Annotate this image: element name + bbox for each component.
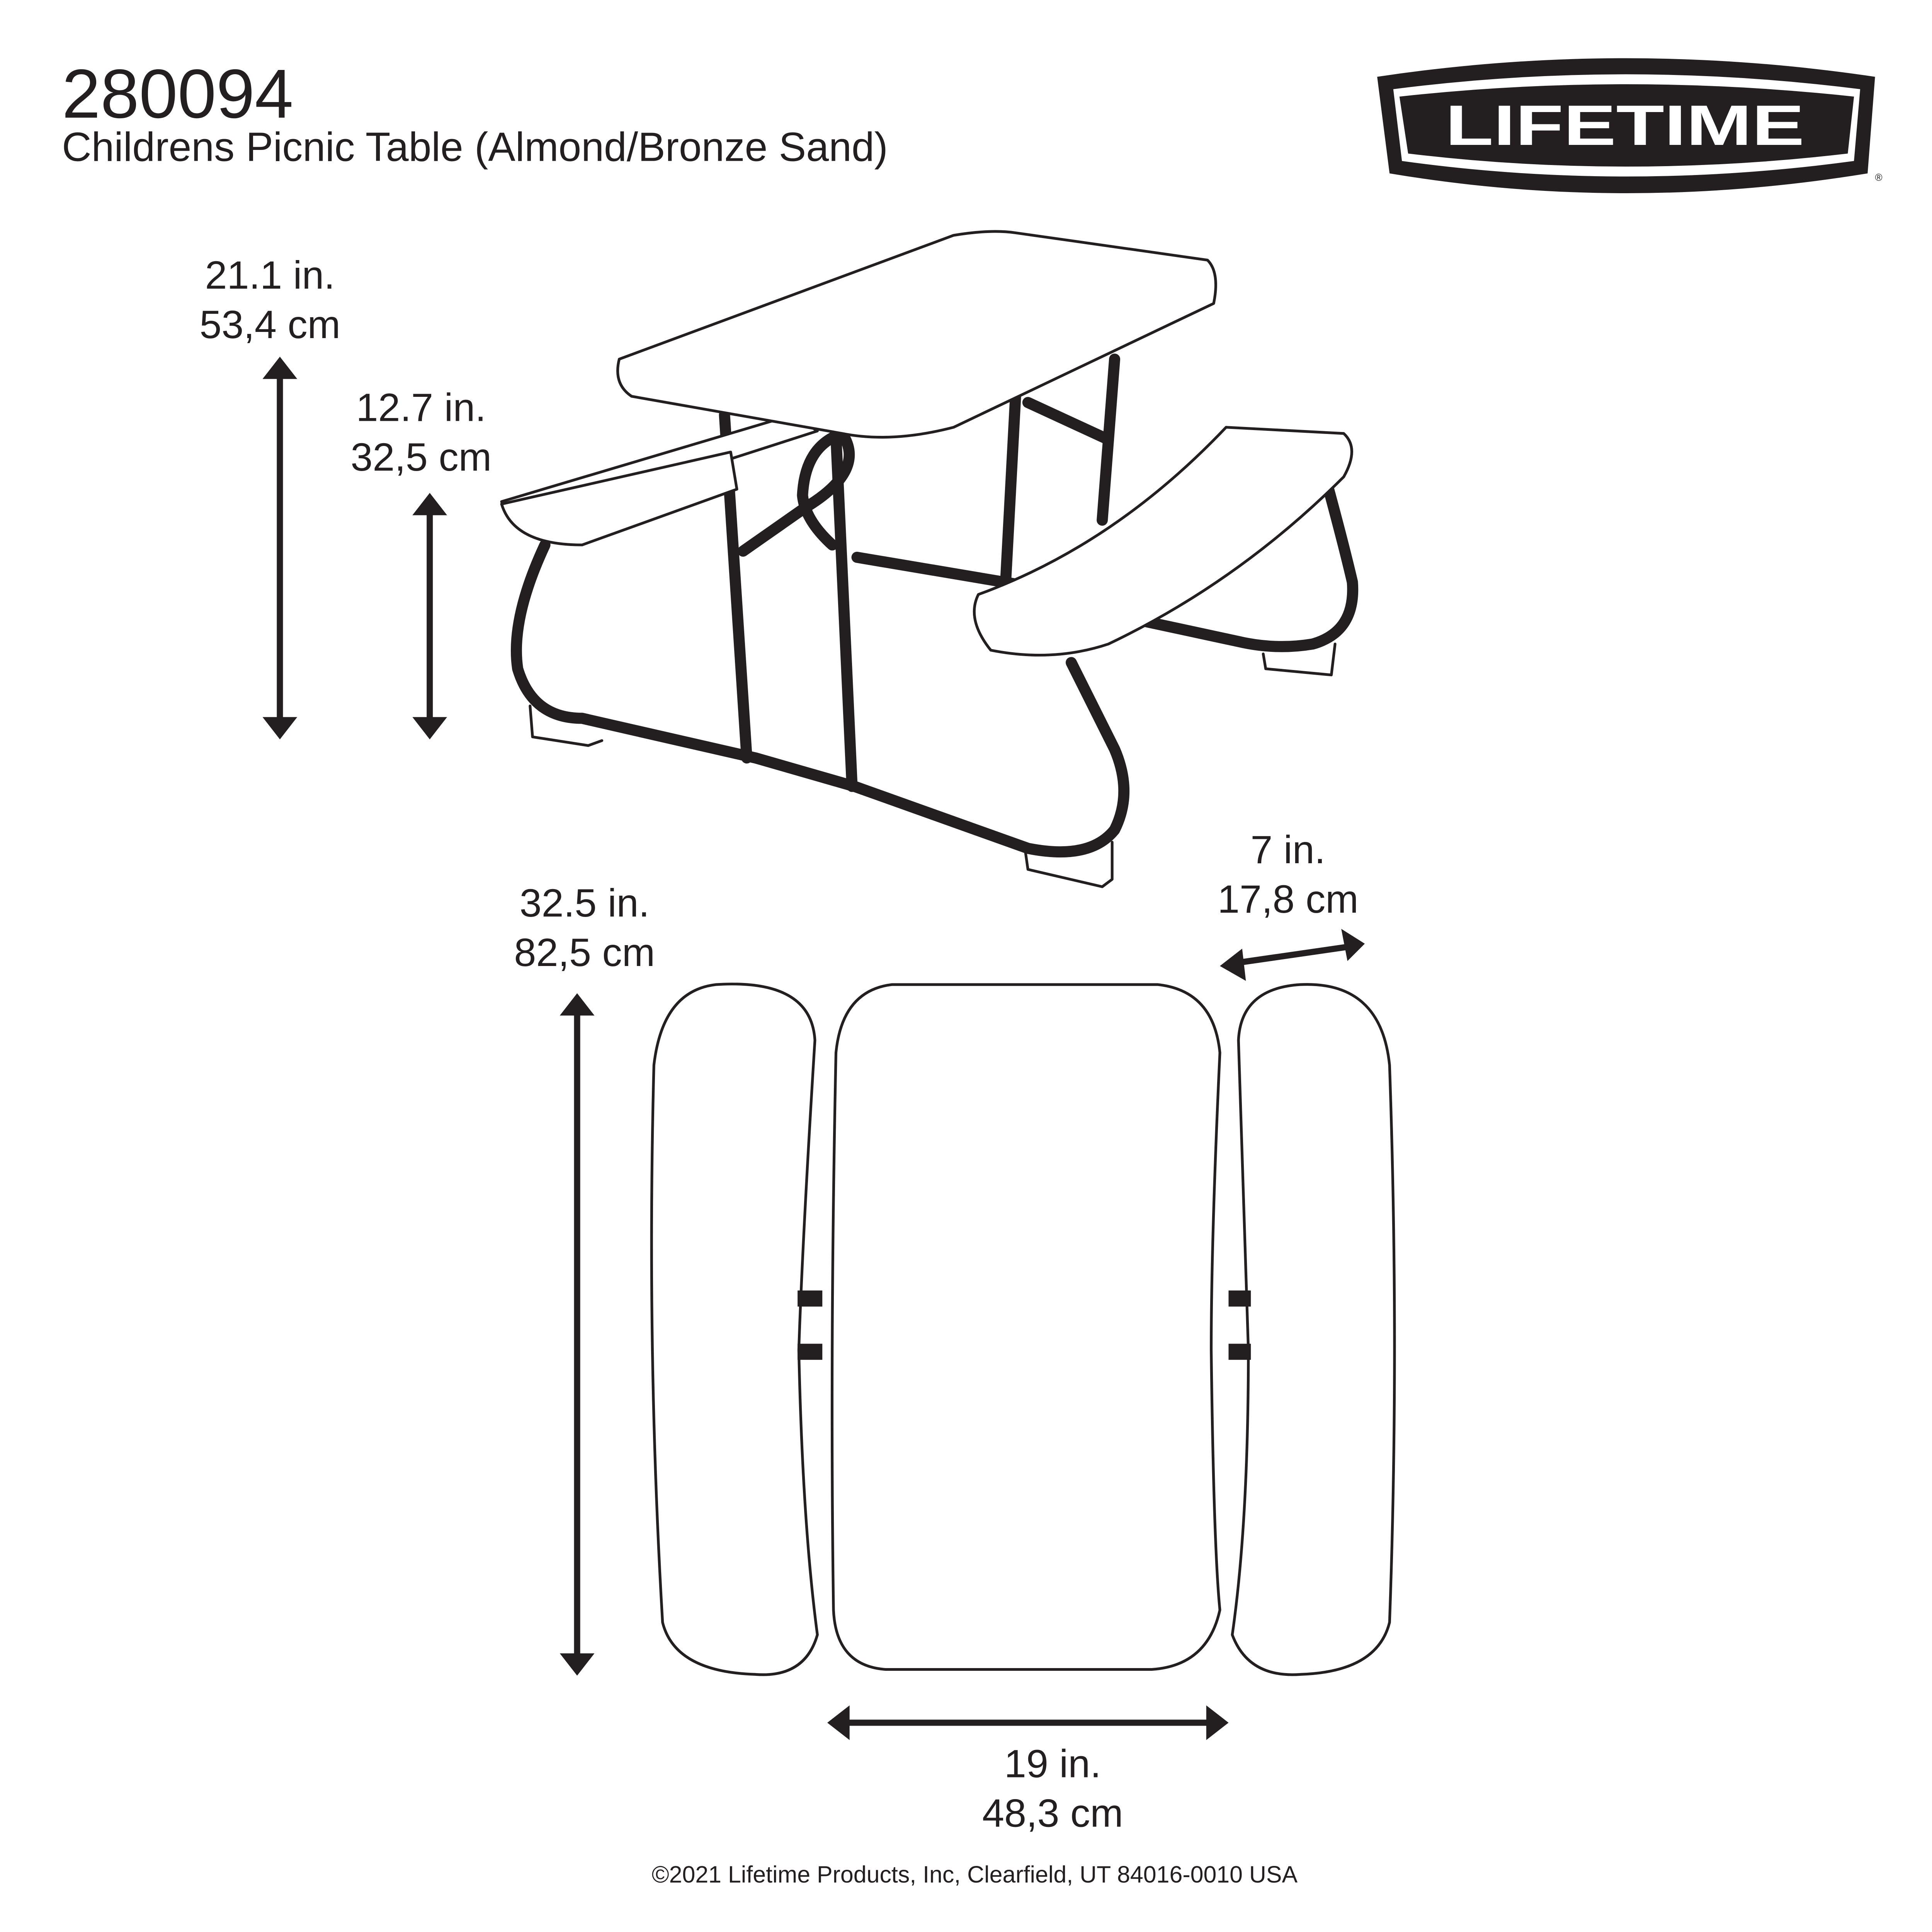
table-top-view-illustration	[650, 983, 1396, 1676]
bench-width-metric: 17,8 cm	[1218, 877, 1359, 921]
model-number: 280094	[62, 55, 293, 133]
table-isometric-illustration	[500, 230, 1359, 888]
seat-height-metric: 32,5 cm	[350, 435, 492, 479]
overall-height-metric: 53,4 cm	[199, 302, 340, 347]
length-imperial: 32.5 in.	[520, 881, 650, 925]
registered-mark: ®	[1875, 172, 1883, 183]
bench-width-arrow	[1220, 929, 1365, 981]
table-width-imperial: 19 in.	[1004, 1741, 1101, 1786]
copyright-footer: ©2021 Lifetime Products, Inc, Clearfield…	[652, 1861, 1298, 1888]
lifetime-logo: LIFETIME ®	[1377, 58, 1883, 193]
table-width-metric: 48,3 cm	[982, 1791, 1123, 1835]
table-width-arrow	[827, 1705, 1229, 1740]
length-metric: 82,5 cm	[514, 930, 655, 975]
overall-height-arrow	[262, 357, 298, 740]
logo-text: LIFETIME	[1445, 94, 1804, 157]
overall-height-imperial: 21.1 in.	[205, 253, 335, 297]
seat-height-arrow	[412, 493, 447, 740]
bench-width-imperial: 7 in.	[1250, 827, 1325, 872]
seat-height-imperial: 12.7 in.	[356, 385, 486, 430]
product-name: Childrens Picnic Table (Almond/Bronze Sa…	[62, 124, 888, 170]
length-arrow	[560, 993, 595, 1676]
